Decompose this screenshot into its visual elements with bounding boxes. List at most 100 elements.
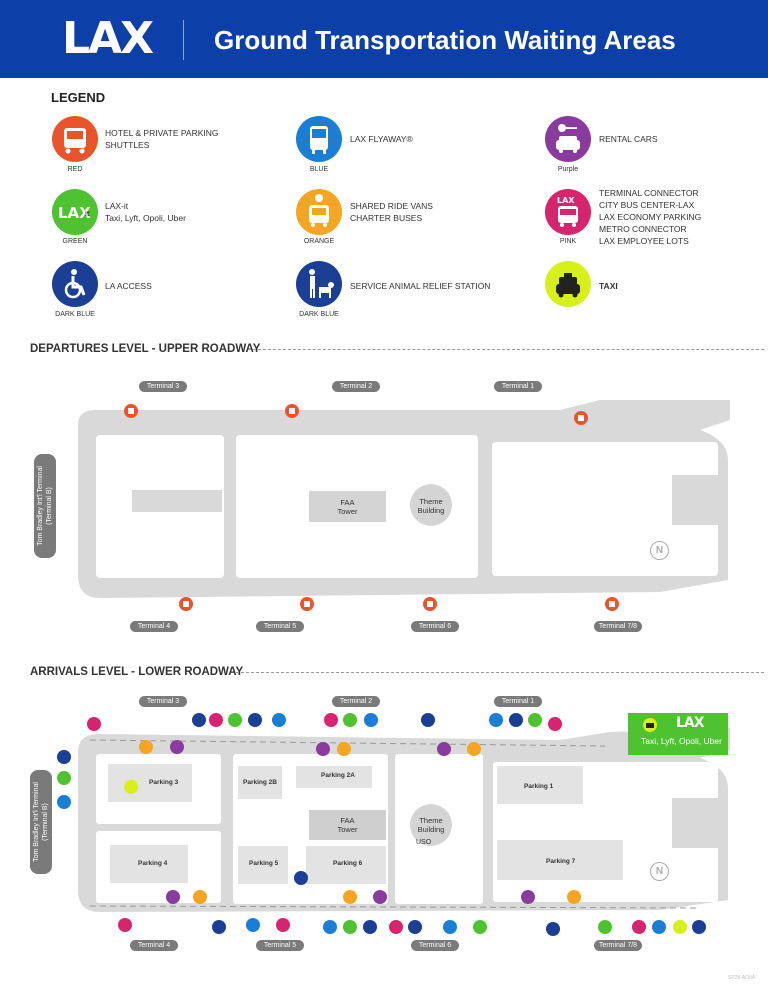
dep-terminal-3: Terminal 3	[139, 381, 187, 392]
legend-purple-label: Purple	[557, 166, 579, 173]
dep-north-arrow: N	[650, 541, 669, 560]
svg-text:it: it	[85, 210, 90, 218]
dep-terminal-1: Terminal 1	[494, 381, 542, 392]
lax-it-icon	[228, 713, 242, 727]
lax-bus-icon	[389, 920, 403, 934]
dep-terminal-2: Terminal 2	[332, 381, 380, 392]
lax-bus-icon	[548, 717, 562, 731]
arr-terminal-78: Terminal 7/8	[594, 940, 642, 951]
lax-it-logo: LAX	[676, 715, 705, 731]
parking-2b: Parking 2B	[243, 779, 277, 786]
car-key-icon	[437, 742, 451, 756]
lax-bus-icon	[276, 918, 290, 932]
legend-blue-desc: LAX FLYAWAY®	[350, 134, 413, 144]
dep-terminal-6: Terminal 6	[411, 621, 459, 632]
van-icon	[567, 890, 581, 904]
shuttle-icon	[124, 404, 138, 418]
taxi-icon	[673, 920, 687, 934]
car-key-icon	[373, 890, 387, 904]
page-title: Ground Transportation Waiting Areas	[214, 25, 676, 55]
shuttle-icon	[423, 597, 437, 611]
car-key-icon	[545, 116, 591, 162]
dep-theme-building: Theme Building	[417, 497, 445, 515]
arr-terminal-b: Tom Bradley Int'l Terminal (Terminal B)	[30, 770, 52, 874]
dep-faa-tower: FAA Tower	[337, 497, 358, 516]
lax-bus-icon	[632, 920, 646, 934]
arrivals-divider	[236, 672, 764, 673]
wheelchair-icon	[212, 920, 226, 934]
bus-icon	[246, 918, 260, 932]
wheelchair-icon	[421, 713, 435, 727]
lax-bus-icon	[209, 713, 223, 727]
legend-orange-label: ORANGE	[303, 238, 335, 245]
van-icon	[343, 890, 357, 904]
service-animal-icon	[296, 261, 342, 307]
arr-faa-tower: FAA Tower	[337, 816, 358, 834]
legend-darkblue-label: DARK BLUE	[55, 311, 95, 318]
lax-it-icon	[473, 920, 487, 934]
parking-5: Parking 5	[249, 860, 279, 867]
van-icon	[139, 740, 153, 754]
legend-taxi-desc: TAXI	[599, 281, 618, 291]
parking-3: Parking 3	[149, 779, 179, 786]
bus-icon	[364, 713, 378, 727]
lax-it-banner-text: Taxi, Lyft, Opoli, Uber	[641, 736, 722, 746]
parking-1: Parking 1	[524, 783, 554, 790]
dep-terminal-b: Tom Bradley Int'l Terminal (Terminal B)	[34, 454, 56, 558]
lax-bus-icon: LAX	[545, 189, 591, 235]
bus-icon	[323, 920, 337, 934]
wheelchair-icon	[408, 920, 422, 934]
shuttle-icon	[52, 116, 98, 162]
van-icon	[337, 742, 351, 756]
dep-terminal-5: Terminal 5	[256, 621, 304, 632]
arr-terminal-5: Terminal 5	[256, 940, 304, 951]
taxi-icon	[643, 718, 657, 732]
van-icon	[296, 189, 342, 235]
wheelchair-icon	[363, 920, 377, 934]
arr-terminal-3: Terminal 3	[139, 696, 187, 707]
legend-red-label: RED	[67, 166, 83, 173]
bus-icon	[296, 116, 342, 162]
header-banner	[0, 0, 768, 78]
legend-red-desc: HOTEL & PRIVATE PARKING SHUTTLES	[105, 128, 219, 150]
wheelchair-icon	[57, 750, 71, 764]
legend-purple-desc: RENTAL CARS	[599, 134, 658, 144]
lax-it-icon	[343, 713, 357, 727]
bus-icon	[57, 795, 71, 809]
parking-4: Parking 4	[138, 860, 168, 867]
header-divider	[183, 20, 184, 60]
van-icon	[467, 742, 481, 756]
lax-it-icon	[598, 920, 612, 934]
parking-7: Parking 7	[546, 858, 576, 865]
shuttle-icon	[300, 597, 314, 611]
wheelchair-icon	[509, 713, 523, 727]
lax-it-icon	[343, 920, 357, 934]
wheelchair-icon	[52, 261, 98, 307]
legend-green-label: GREEN	[62, 238, 88, 245]
bus-icon	[489, 713, 503, 727]
shuttle-icon	[285, 404, 299, 418]
bus-icon	[443, 920, 457, 934]
dep-terminal-4: Terminal 4	[130, 621, 178, 632]
wheelchair-icon	[248, 713, 262, 727]
arr-terminal-6: Terminal 6	[411, 940, 459, 951]
arr-terminal-1: Terminal 1	[494, 696, 542, 707]
departures-divider	[248, 349, 764, 350]
parking-2a: Parking 2A	[321, 772, 355, 779]
departures-heading: DEPARTURES LEVEL - UPPER ROADWAY	[30, 343, 261, 355]
legend-pink-desc: TERMINAL CONNECTOR CITY BUS CENTER-LAX L…	[599, 188, 702, 246]
car-key-icon	[316, 742, 330, 756]
dep-terminal-78: Terminal 7/8	[594, 621, 642, 632]
service-animal-icon	[692, 920, 706, 934]
lax-logo: LAX	[62, 13, 154, 64]
legend-darkblue2-label: DARK BLUE	[299, 311, 339, 318]
wheelchair-icon	[546, 922, 560, 936]
arrivals-map	[78, 728, 730, 912]
legend-pink-label: PINK	[559, 238, 577, 245]
legend-heading: LEGEND	[51, 90, 106, 105]
lax-bus-icon	[87, 717, 101, 731]
lax-it-icon	[57, 771, 71, 785]
arr-theme-building: Theme Building	[417, 816, 445, 834]
bus-icon	[272, 713, 286, 727]
